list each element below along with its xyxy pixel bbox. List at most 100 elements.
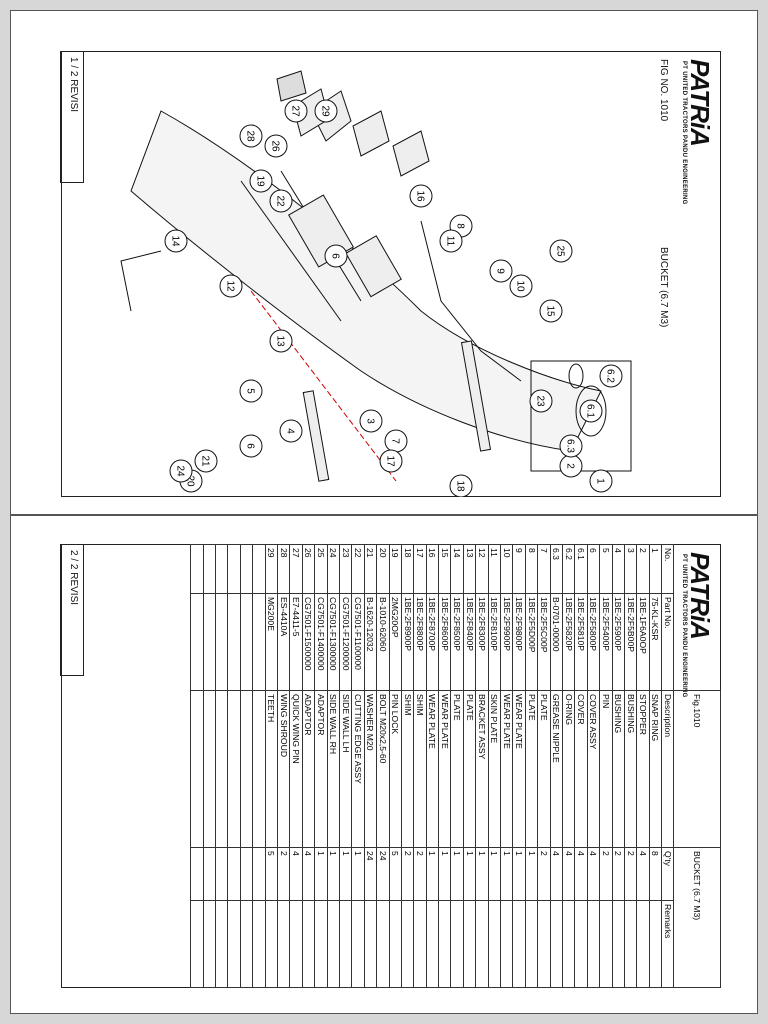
cell-no: 3: [624, 544, 637, 594]
tooth-4: [392, 130, 430, 177]
callout-circle: [439, 229, 463, 253]
cell-desc: SNAP RING: [649, 690, 662, 848]
cell-remarks: [512, 900, 526, 988]
cell-desc: BUSHING: [612, 690, 625, 848]
cell-desc: SIDE WALL RH: [327, 690, 340, 848]
callout-circle: [489, 259, 513, 283]
cell-qty: 4: [550, 847, 563, 901]
callout-bubble: 4: [279, 419, 303, 443]
cell-part: 1BE-2F8600P: [438, 593, 451, 691]
cell-no: 29: [265, 544, 278, 594]
callout-label: 24: [175, 465, 186, 477]
cell-remarks: [438, 900, 451, 988]
cell-remarks: [574, 900, 588, 988]
col-qty: Q'ty: [661, 847, 674, 901]
cell-remarks: [550, 900, 563, 988]
col-part-no: Part No.: [661, 593, 674, 691]
cell-qty: 1: [351, 847, 365, 901]
cell-remarks: [401, 900, 414, 988]
callout-circle: [559, 434, 583, 458]
cell-part: 1BE-2F5C00P: [537, 593, 551, 691]
callout-circle: [239, 379, 263, 403]
cell-part: 1BE-2F5820P: [562, 593, 575, 691]
callout-bubble: 13: [269, 329, 293, 353]
cell-desc: WEAR PLATE: [500, 690, 513, 848]
callout-bubble: 2: [559, 454, 583, 478]
cell-desc: BUSHING: [624, 690, 637, 848]
detail-callout: 6.2: [599, 364, 623, 388]
cell-desc: WING SHROUD: [277, 690, 290, 848]
cell-part: 1BE-2F5D00P: [525, 593, 538, 691]
cell-no: 18: [401, 544, 414, 594]
cell-desc: O-RING: [562, 690, 575, 848]
callout-circle: [269, 189, 293, 213]
drawing-sheet: PATRiA PT UNITED TRACTORS PANDU ENGINEER…: [60, 51, 721, 497]
cell-part: CG7501-F1100000: [351, 593, 365, 691]
callout-circle: [579, 399, 603, 423]
cell-remarks: [525, 900, 538, 988]
cell-part: 2MG20OP: [389, 593, 402, 691]
cell-remarks: [636, 900, 650, 988]
cell-no: 8: [525, 544, 538, 594]
callout-circle: [194, 449, 218, 473]
cell-remarks: [376, 900, 390, 988]
cell-part: 1BE-2F5900P: [612, 593, 625, 691]
empty-row: [215, 544, 228, 988]
callout-bubble: 7: [384, 429, 408, 453]
cell-remarks: [624, 900, 637, 988]
cell-qty: 4: [636, 847, 650, 901]
callout-label: 10: [515, 280, 526, 292]
empty-row: [203, 544, 216, 988]
cell-part: 1BE-2F8900P: [401, 593, 414, 691]
cell-qty: 2: [624, 847, 637, 901]
callout-bubble: 6: [239, 434, 263, 458]
cell-desc: PIN LOCK: [389, 690, 402, 848]
callout-circle: [314, 99, 338, 123]
cell-remarks: [500, 900, 513, 988]
callout-label: 9: [495, 268, 506, 274]
cell-no: 6.2: [562, 544, 575, 594]
empty-row: [190, 544, 204, 988]
cell-part: CG7501-F1200000: [339, 593, 352, 691]
callout-circle: [509, 274, 533, 298]
cell-part: B-0701-00000: [550, 593, 563, 691]
cell-desc: ADAPTOR: [314, 690, 328, 848]
callout-bubble: 29: [314, 99, 338, 123]
cell-qty: 1: [450, 847, 464, 901]
cell-qty: 4: [587, 847, 600, 901]
callout-circle: [549, 239, 573, 263]
cell-qty: 1: [327, 847, 340, 901]
cell-qty: 5: [265, 847, 278, 901]
cell-part: 1BE-2F8800P: [413, 593, 427, 691]
callout-label: 19: [255, 175, 266, 187]
pin: [460, 340, 492, 452]
cell-remarks: [339, 900, 352, 988]
col-remarks: Remarks: [661, 900, 674, 988]
cell-no: 25: [314, 544, 328, 594]
cell-no: 20: [376, 544, 390, 594]
callout-circle: [249, 169, 273, 193]
pin-axis: [250, 290, 397, 482]
cell-qty: 1: [525, 847, 538, 901]
callout-bubble: 12: [219, 274, 243, 298]
wear-plate-line-2: [240, 180, 342, 322]
cell-qty: 1: [314, 847, 328, 901]
cell-no: 2: [636, 544, 650, 594]
callout-label: 2: [565, 463, 576, 469]
detail-callout: 6.3: [559, 434, 583, 458]
callout-circle: [264, 134, 288, 158]
callout-label: 6: [330, 253, 341, 259]
